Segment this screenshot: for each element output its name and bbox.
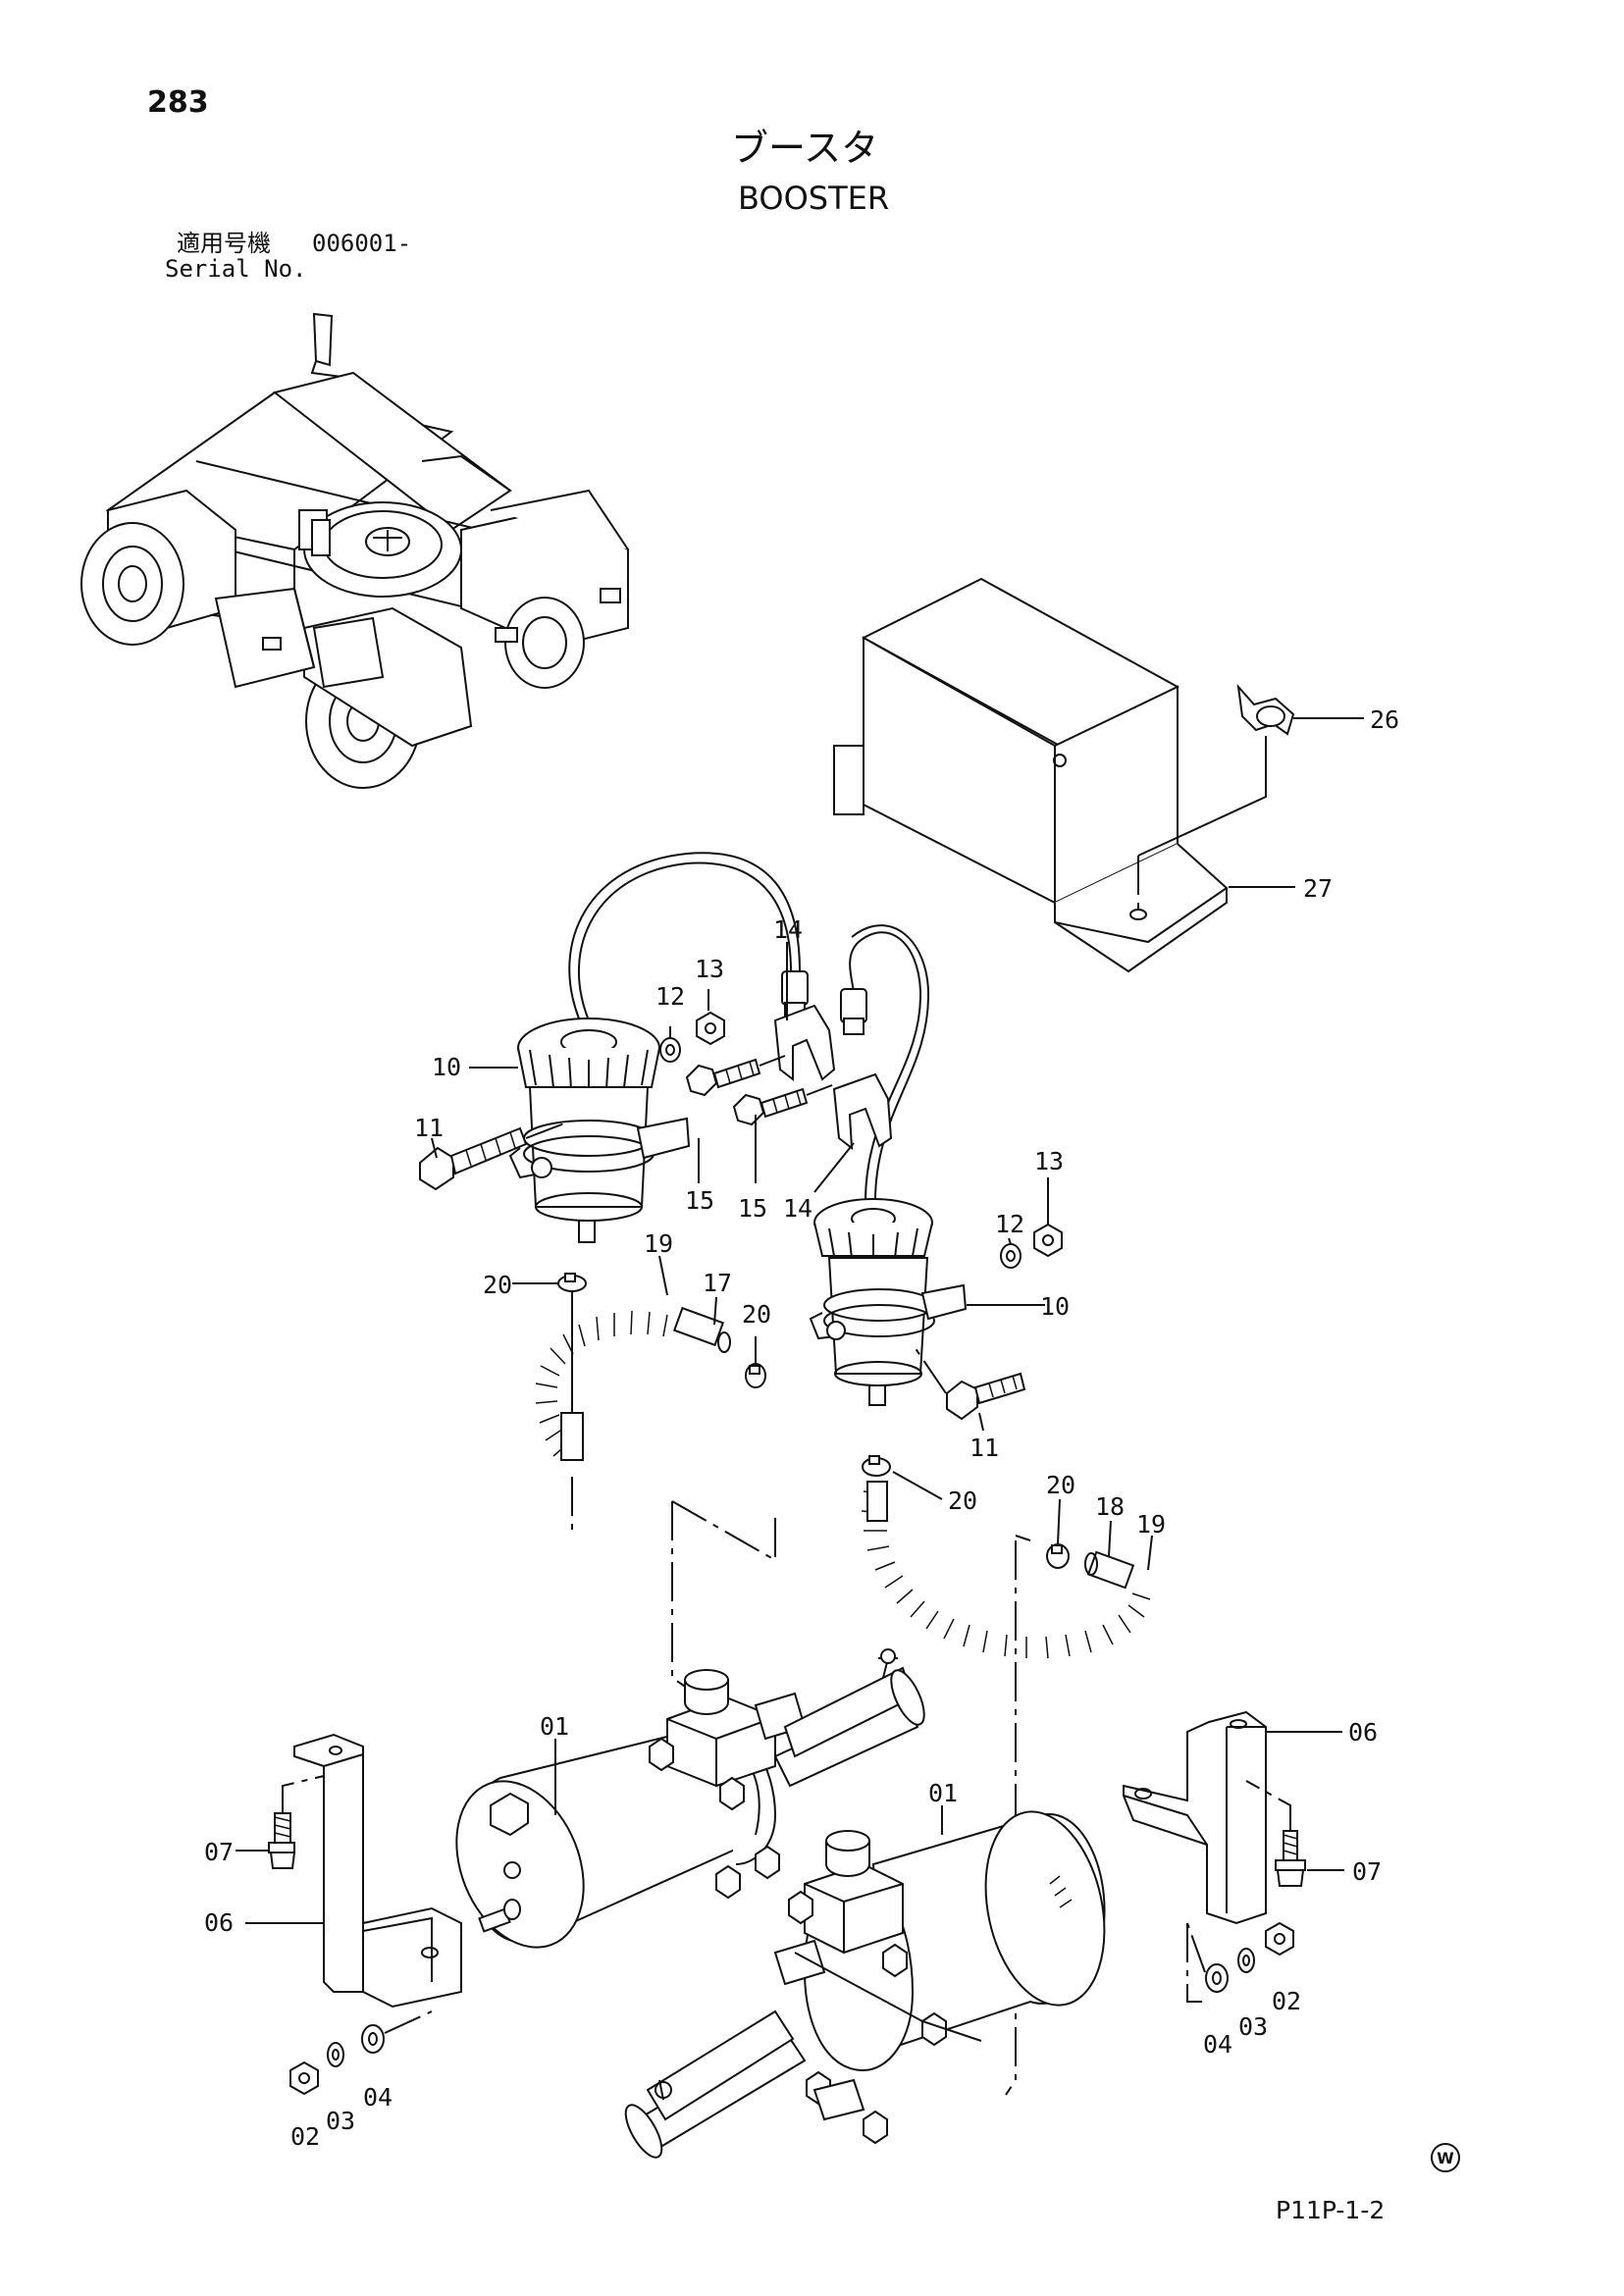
- callout-03-left: 03: [326, 2107, 355, 2135]
- brackets-and-hardware: [268, 1710, 1306, 2096]
- callout-02-left: 02: [290, 2122, 320, 2151]
- page-number: 283: [147, 85, 209, 120]
- filter-unit-left-part-10: [508, 852, 809, 1243]
- title-english: BOOSTER: [738, 180, 890, 217]
- callout-20-lower: 20: [948, 1487, 977, 1515]
- callout-13-left: 13: [695, 955, 724, 983]
- callout-27: 27: [1303, 874, 1333, 903]
- callout-14-lower: 14: [783, 1194, 812, 1223]
- callout-15-right: 15: [738, 1194, 767, 1223]
- callout-12-right: 12: [995, 1210, 1024, 1238]
- leader-lines: [236, 886, 1344, 1924]
- wing-nut-part-26: [1137, 683, 1364, 913]
- callout-14-upper: 14: [773, 915, 803, 944]
- callout-19-left: 19: [644, 1229, 673, 1258]
- hoses-and-clamps: [519, 1273, 1170, 2096]
- booster-pump-left-part-01: [455, 1648, 925, 1949]
- callout-11-left: 11: [414, 1114, 444, 1142]
- callout-01-right: 01: [928, 1779, 958, 1807]
- callout-07-right: 07: [1352, 1857, 1382, 1886]
- callout-01-left: 01: [540, 1712, 569, 1741]
- callout-10-left: 10: [432, 1053, 461, 1081]
- serial-number-value: 006001-: [312, 230, 412, 257]
- callout-04-left: 04: [363, 2083, 393, 2112]
- callout-15-left: 15: [685, 1186, 714, 1215]
- machine-overview-illustration: [80, 312, 629, 789]
- serial-label-english: Serial No.: [165, 255, 307, 283]
- callout-03-right: 03: [1238, 2012, 1268, 2041]
- callout-20-left: 20: [483, 1271, 512, 1299]
- drawing-reference-code: P11P-1-2: [1276, 2196, 1386, 2224]
- title-japanese: ブースタ: [731, 127, 879, 170]
- serial-label-japanese: 適用号機: [177, 230, 271, 257]
- filter-unit-right-part-10: [809, 924, 968, 1406]
- booster-cover-part-27: [833, 577, 1229, 973]
- booster-pump-right-part-01: [624, 1810, 1106, 2159]
- callout-labels: 10 10 11 11 12 12 13 13 14 14 15 15 17 1…: [204, 705, 1399, 2151]
- callout-18: 18: [1095, 1492, 1125, 1521]
- callout-11-right: 11: [969, 1434, 999, 1462]
- callout-04-right: 04: [1203, 2030, 1232, 2059]
- callout-02-right: 02: [1272, 1987, 1301, 2015]
- callout-10-right: 10: [1040, 1292, 1070, 1321]
- callout-26: 26: [1370, 705, 1399, 734]
- callout-07-left: 07: [204, 1838, 234, 1866]
- callout-20-right: 20: [1046, 1471, 1075, 1499]
- callout-17: 17: [703, 1269, 732, 1297]
- callout-06-left: 06: [204, 1908, 234, 1937]
- callout-12-left: 12: [655, 982, 685, 1011]
- callout-20-middle: 20: [742, 1300, 771, 1329]
- w-circle-mark: W: [1431, 2143, 1460, 2172]
- callout-13-right: 13: [1034, 1147, 1064, 1175]
- callout-19-right: 19: [1136, 1510, 1166, 1539]
- callout-06-right: 06: [1348, 1718, 1378, 1747]
